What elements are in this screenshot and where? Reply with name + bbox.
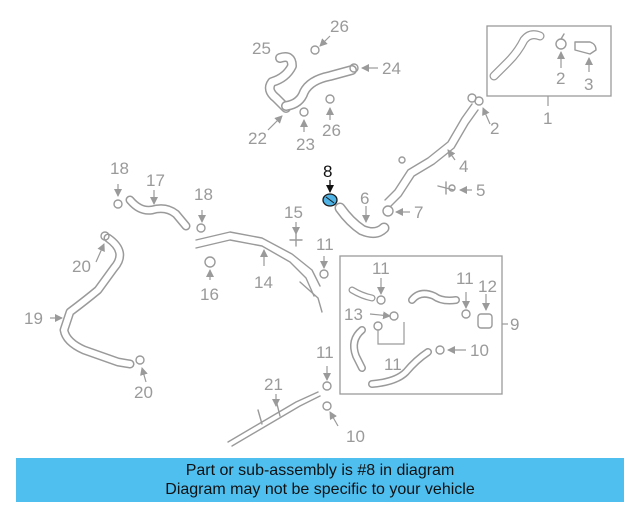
callout-19: 19 <box>24 309 43 328</box>
clamp-part-11b <box>376 295 386 305</box>
leader-10b <box>329 411 339 427</box>
leader-26a <box>319 35 331 47</box>
subassembly-box-9 <box>339 255 503 395</box>
callout-11e: 11 <box>384 355 402 374</box>
callout-1: 1 <box>543 109 553 128</box>
callout-20b: 20 <box>134 383 153 402</box>
hose-part-6 <box>334 202 390 239</box>
pipe-part-14 <box>195 231 323 313</box>
callout-10b: 10 <box>346 427 365 446</box>
callout-11c: 11 <box>456 269 474 288</box>
clamp-part-20a <box>100 231 110 241</box>
clamp-part-2a <box>555 33 567 50</box>
clamp-part-10b <box>322 401 332 411</box>
callout-15: 15 <box>284 203 303 222</box>
callout-2b: 2 <box>490 119 500 138</box>
callout-11d: 11 <box>316 343 334 362</box>
clamp-part-26b <box>325 94 335 104</box>
hose-box9-left <box>350 326 366 372</box>
clamp-part-2b <box>474 96 484 106</box>
callout-24: 24 <box>382 59 401 78</box>
callout-20a: 20 <box>72 257 91 276</box>
leader-13-bracket <box>377 322 405 345</box>
callout-22: 22 <box>248 129 267 148</box>
callout-25: 25 <box>252 39 271 58</box>
callout-21: 21 <box>264 375 283 394</box>
callout-12: 12 <box>478 277 497 296</box>
clamp-part-13a <box>389 311 399 321</box>
hose-part-19 <box>59 233 135 369</box>
leader-4 <box>447 149 456 161</box>
clamp-part-18b <box>196 223 206 233</box>
subassembly-box-1 <box>486 25 612 97</box>
highlighted-part-8 <box>322 193 338 207</box>
clamp-part-24 <box>349 63 359 73</box>
clamp-part-11c <box>461 309 471 319</box>
connector-part-3 <box>574 41 597 55</box>
clamp-part-23 <box>299 107 309 117</box>
callout-6: 6 <box>360 189 370 208</box>
hose-part-25 <box>264 52 297 113</box>
callout-7: 7 <box>414 203 424 222</box>
callout-14: 14 <box>254 273 273 292</box>
callout-26b: 26 <box>322 121 341 140</box>
caption-line-1: Part or sub-assembly is #8 in diagram <box>185 462 455 479</box>
caption-line-2: Diagram may not be specific to your vehi… <box>165 481 475 498</box>
clamp-part-11d <box>322 381 332 391</box>
bolt-part-15 <box>289 233 303 247</box>
callout-5: 5 <box>476 181 486 200</box>
bolt-part-5 <box>437 181 456 195</box>
hose-part-22 <box>281 65 357 111</box>
hose-box9-upper <box>348 286 376 302</box>
callout-26a: 26 <box>330 17 349 36</box>
hose-box9-right <box>408 289 460 305</box>
callout-17: 17 <box>146 171 165 190</box>
hose-part-1 <box>489 30 545 81</box>
clamp-part-11a <box>319 269 329 279</box>
callout-8: 8 <box>323 162 333 181</box>
clamp-part-10a <box>435 345 445 355</box>
clamp-part-7 <box>382 205 394 217</box>
clamp-part-18a <box>113 199 123 209</box>
callout-11a: 11 <box>316 235 334 254</box>
callout-23: 23 <box>296 135 315 154</box>
callout-18b: 18 <box>194 185 213 204</box>
hose-box9-bottom <box>368 348 432 388</box>
callout-11b: 11 <box>372 259 390 278</box>
pipe-part-21 <box>227 391 321 447</box>
pipe-part-4 <box>384 93 479 207</box>
connector-part-12 <box>477 313 493 329</box>
leader-13 <box>369 311 391 320</box>
leader-22 <box>267 115 283 131</box>
clamp-part-26a <box>310 45 320 55</box>
leader-20a <box>95 243 105 263</box>
leader-20b <box>140 367 148 383</box>
callout-4: 4 <box>459 157 469 176</box>
callout-13: 13 <box>344 305 363 324</box>
clamp-part-13b <box>373 321 383 331</box>
clamp-part-20b <box>135 355 145 365</box>
nut-part-16 <box>204 256 216 268</box>
callout-3: 3 <box>584 75 594 94</box>
callout-2a: 2 <box>556 69 566 88</box>
callout-16: 16 <box>200 285 219 304</box>
callout-10a: 10 <box>470 341 489 360</box>
caption-banner: Part or sub-assembly is #8 in diagram Di… <box>16 458 624 502</box>
callout-9: 9 <box>510 315 520 334</box>
callout-18a: 18 <box>110 159 129 178</box>
hose-part-17 <box>125 195 191 231</box>
leader-2b <box>482 107 491 125</box>
